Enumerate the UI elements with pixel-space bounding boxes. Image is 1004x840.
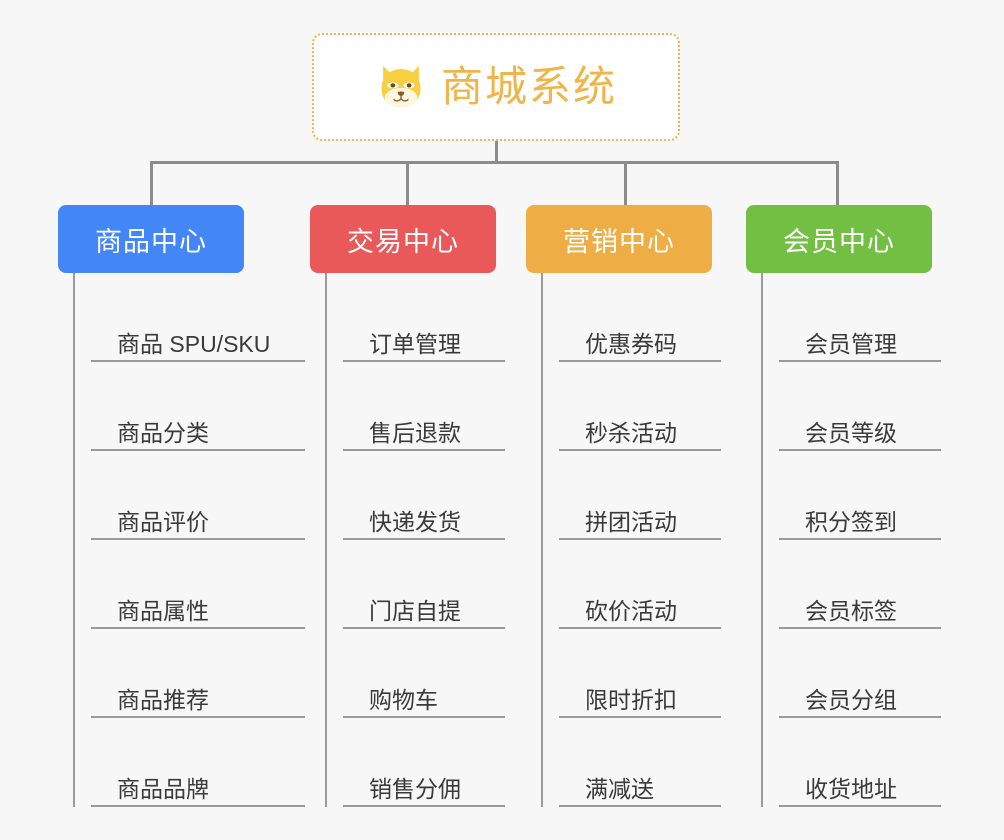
list-item[interactable]: 商品 SPU/SKU [91, 273, 305, 362]
list-item[interactable]: 门店自提 [343, 540, 505, 629]
list-item-label: 商品分类 [117, 419, 209, 446]
list-item[interactable]: 会员等级 [779, 362, 941, 451]
list-item[interactable]: 商品品牌 [91, 718, 305, 807]
list-item[interactable]: 砍价活动 [559, 540, 721, 629]
list-item[interactable]: 会员管理 [779, 273, 941, 362]
list-item[interactable]: 销售分佣 [343, 718, 505, 807]
list-item[interactable]: 积分签到 [779, 451, 941, 540]
list-item[interactable]: 商品评价 [91, 451, 305, 540]
root-node-card[interactable]: 商城系统 [312, 33, 680, 141]
list-item-label: 砍价活动 [585, 597, 677, 624]
list-item-label: 收货地址 [805, 775, 897, 802]
category-label: 交易中心 [347, 226, 459, 257]
list-item[interactable]: 限时折扣 [559, 629, 721, 718]
list-item-label: 优惠券码 [585, 330, 677, 357]
list-item[interactable]: 满减送 [559, 718, 721, 807]
children-list: 订单管理 售后退款 快递发货 门店自提 购物车 销售分佣 [325, 273, 505, 807]
list-item[interactable]: 优惠券码 [559, 273, 721, 362]
list-item-label: 商品属性 [117, 597, 209, 624]
list-item-label: 限时折扣 [585, 686, 677, 713]
connector-drop-1 [150, 161, 153, 205]
list-item-label: 门店自提 [369, 597, 461, 624]
list-item-label: 销售分佣 [369, 775, 461, 802]
branch-column-member-center: 会员中心 会员管理 会员等级 积分签到 会员标签 会员分组 收货地址 [746, 205, 946, 807]
children-list: 商品 SPU/SKU 商品分类 商品评价 商品属性 商品推荐 商品品牌 [73, 273, 305, 807]
list-item-label: 会员分组 [805, 686, 897, 713]
list-item[interactable]: 拼团活动 [559, 451, 721, 540]
children-list: 优惠券码 秒杀活动 拼团活动 砍价活动 限时折扣 满减送 [541, 273, 721, 807]
list-item-label: 会员等级 [805, 419, 897, 446]
branch-column-product-center: 商品中心 商品 SPU/SKU 商品分类 商品评价 商品属性 商品推荐 商品品牌 [58, 205, 305, 807]
branch-column-transaction-center: 交易中心 订单管理 售后退款 快递发货 门店自提 购物车 销售分佣 [310, 205, 520, 807]
list-item[interactable]: 会员分组 [779, 629, 941, 718]
list-item[interactable]: 商品分类 [91, 362, 305, 451]
list-item-label: 商品 SPU/SKU [117, 330, 271, 357]
list-item-label: 拼团活动 [585, 508, 677, 535]
list-item[interactable]: 订单管理 [343, 273, 505, 362]
connector-drop-3 [624, 161, 627, 205]
list-item-label: 商品推荐 [117, 686, 209, 713]
category-label: 营销中心 [563, 226, 675, 257]
connector-drop-2 [406, 161, 409, 205]
connector-root-stem [495, 141, 498, 163]
list-item-label: 购物车 [369, 686, 438, 713]
list-item-label: 会员标签 [805, 597, 897, 624]
list-item-label: 会员管理 [805, 330, 897, 357]
list-item[interactable]: 售后退款 [343, 362, 505, 451]
category-label: 会员中心 [783, 226, 895, 257]
list-item-label: 快递发货 [369, 508, 461, 535]
list-item[interactable]: 秒杀活动 [559, 362, 721, 451]
list-item[interactable]: 快递发货 [343, 451, 505, 540]
list-item[interactable]: 收货地址 [779, 718, 941, 807]
list-item-label: 满减送 [585, 775, 654, 802]
list-item-label: 订单管理 [369, 330, 461, 357]
shiba-dog-face-icon [381, 65, 421, 108]
children-list: 会员管理 会员等级 积分签到 会员标签 会员分组 收货地址 [761, 273, 941, 807]
branch-column-marketing-center: 营销中心 优惠券码 秒杀活动 拼团活动 砍价活动 限时折扣 满减送 [526, 205, 726, 807]
root-node-title: 商城系统 [440, 63, 617, 110]
list-item-label: 商品品牌 [117, 775, 209, 802]
list-item-label: 商品评价 [117, 508, 209, 535]
list-item[interactable]: 购物车 [343, 629, 505, 718]
category-label: 商品中心 [95, 226, 207, 257]
list-item-label: 秒杀活动 [585, 419, 677, 446]
list-item-label: 售后退款 [369, 419, 461, 446]
connector-horizontal-bus [150, 161, 838, 164]
category-node-member-center[interactable]: 会员中心 [746, 205, 932, 273]
category-node-product-center[interactable]: 商品中心 [58, 205, 244, 273]
list-item-label: 积分签到 [805, 508, 897, 535]
category-node-marketing-center[interactable]: 营销中心 [526, 205, 712, 273]
list-item[interactable]: 商品推荐 [91, 629, 305, 718]
list-item[interactable]: 商品属性 [91, 540, 305, 629]
connector-drop-4 [836, 161, 839, 205]
category-node-transaction-center[interactable]: 交易中心 [310, 205, 496, 273]
list-item[interactable]: 会员标签 [779, 540, 941, 629]
